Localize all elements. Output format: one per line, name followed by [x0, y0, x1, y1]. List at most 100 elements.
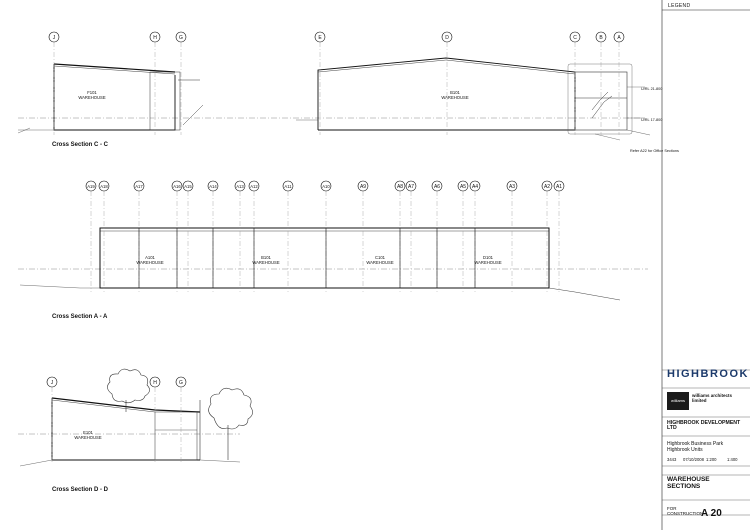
cc-grid-bubble-A	[613, 31, 625, 43]
aa-grid-label-A6: A6	[434, 184, 440, 190]
cc-grid-label-D: D	[445, 35, 449, 41]
aa-grid-bubble-A19	[85, 180, 97, 192]
aa-grid-label-A4: A4	[472, 184, 478, 190]
aa-grid-label-A15: A15	[184, 184, 192, 189]
aa-grid-label-A14: A14	[209, 184, 217, 189]
cc-grid-label-H: H	[153, 35, 157, 41]
aa-grid-bubble-A14	[207, 180, 219, 192]
aa-grid-label-A7: A7	[408, 184, 414, 190]
aa-grid-label-A5: A5	[460, 184, 466, 190]
aa-room-code-0: A101	[145, 255, 155, 260]
cc-grid-bubble-C	[569, 31, 581, 43]
aa-grid-bubble-A15	[182, 180, 194, 192]
cc-level-0: U/RL 21-800	[641, 87, 662, 91]
cc-grid-label-A: A	[617, 35, 621, 41]
aa-grid-bubble-A3	[506, 180, 518, 192]
aa-room-code-2: C101	[375, 255, 386, 260]
aa-grid-label-A12: A12	[250, 184, 258, 189]
dd-room-code-0: E101	[83, 430, 93, 435]
client-name: HIGHBROOK DEVELOPMENT LTD	[667, 420, 741, 432]
sheet-number: A 20	[701, 508, 722, 519]
aa-grid-bubble-A12	[248, 180, 260, 192]
section-dd-label: Cross Section D - D	[52, 487, 109, 493]
architect-logo: williams	[667, 392, 689, 410]
architect-name: williams architects limited	[692, 393, 733, 404]
job-number: 3443	[667, 457, 677, 462]
dd-grid-bubble-J	[46, 376, 58, 388]
aa-room-name-2: WAREHOUSE	[366, 260, 394, 265]
cc-grid-label-C: C	[573, 35, 577, 41]
cc-room-code-0: F101	[87, 90, 97, 95]
dd-grid-label-J: J	[51, 380, 54, 386]
drawing-date: 07/10/2008	[683, 457, 704, 462]
aa-grid-bubble-A2	[541, 180, 553, 192]
dd-grid-label-H: H	[153, 380, 157, 386]
dd-grid-label-G: G	[179, 380, 183, 386]
aa-grid-bubble-A5	[457, 180, 469, 192]
sheet-prefix: A	[701, 508, 708, 519]
dd-grid-bubble-H	[149, 376, 161, 388]
aa-grid-label-A17: A17	[135, 184, 143, 189]
cc-grid-bubble-D	[441, 31, 453, 43]
section-cc-label: Cross Section C - C	[52, 142, 109, 148]
aa-room-name-0: WAREHOUSE	[136, 260, 164, 265]
client-logo: HIGHBROOK	[667, 368, 749, 380]
drawing-title: WAREHOUSE SECTIONS	[667, 476, 710, 490]
aa-grid-bubble-A16	[171, 180, 183, 192]
aa-grid-label-A11: A11	[284, 184, 292, 189]
aa-grid-bubble-A18	[98, 180, 110, 192]
aa-grid-bubble-A8	[394, 180, 406, 192]
aa-grid-bubble-A1	[553, 180, 565, 192]
cc-grid-bubble-J	[48, 31, 60, 43]
cc-level-1: U/RL 17-800	[641, 118, 662, 122]
aa-grid-bubble-A7	[405, 180, 417, 192]
cc-grid-bubble-H	[149, 31, 161, 43]
cc-room-name-1: WAREHOUSE	[441, 95, 469, 100]
drawing-scale: 1:200	[706, 457, 717, 462]
drawing-alt-scale: 1:400	[727, 457, 738, 462]
title-block: HIGHBROOK williams williams architects l…	[663, 348, 747, 528]
section-aa-label: Cross Section A - A	[52, 314, 108, 320]
project-line-1: Highbrook Business Park	[667, 441, 724, 447]
aa-grid-label-A16: A16	[173, 184, 181, 189]
section-cc	[17, 57, 651, 141]
project-line-2: Highbrook Units	[667, 447, 703, 453]
aa-room-code-3: D101	[483, 255, 494, 260]
aa-room-name-3: WAREHOUSE	[474, 260, 502, 265]
aa-grid-label-A8: A8	[397, 184, 403, 190]
aa-grid-bubble-A6	[431, 180, 443, 192]
drawing-title-line-2: SECTIONS	[667, 483, 701, 490]
aa-grid-label-A18: A18	[100, 184, 108, 189]
cc-grid-bubble-G	[175, 31, 187, 43]
aa-grid-bubble-A17	[133, 180, 145, 192]
aa-grid-label-A9: A9	[360, 184, 366, 190]
cc-note: Refer A22 for Office Sections	[630, 149, 679, 153]
section-aa	[18, 227, 648, 301]
aa-grid-bubble-A9	[357, 180, 369, 192]
cc-room-name-0: WAREHOUSE	[78, 95, 106, 100]
aa-grid-bubble-A11	[282, 180, 294, 192]
cc-grid-label-G: G	[179, 35, 183, 41]
cc-grid-label-B: B	[599, 35, 603, 41]
titleblock-lines	[662, 369, 750, 516]
cc-room-code-1: B101	[450, 90, 460, 95]
dd-room-name-0: WAREHOUSE	[74, 435, 102, 440]
cc-grid-label-E: E	[318, 35, 322, 41]
cc-grid-label-J: J	[53, 35, 56, 41]
sheet-num: 20	[710, 508, 722, 519]
aa-grid-label-A13: A13	[236, 184, 244, 189]
aa-room-name-1: WAREHOUSE	[252, 260, 280, 265]
aa-grid-bubble-A10	[320, 180, 332, 192]
dd-grid-bubble-G	[175, 376, 187, 388]
aa-grid-label-A2: A2	[544, 184, 550, 190]
aa-grid-bubble-A13	[234, 180, 246, 192]
aa-grid-label-A1: A1	[556, 184, 562, 190]
aa-grid-label-A3: A3	[509, 184, 515, 190]
legend-label: LEGEND	[668, 3, 691, 9]
drawing-title-line-1: WAREHOUSE	[667, 476, 710, 483]
aa-grid-bubble-A4	[469, 180, 481, 192]
aa-room-code-1: B101	[261, 255, 271, 260]
